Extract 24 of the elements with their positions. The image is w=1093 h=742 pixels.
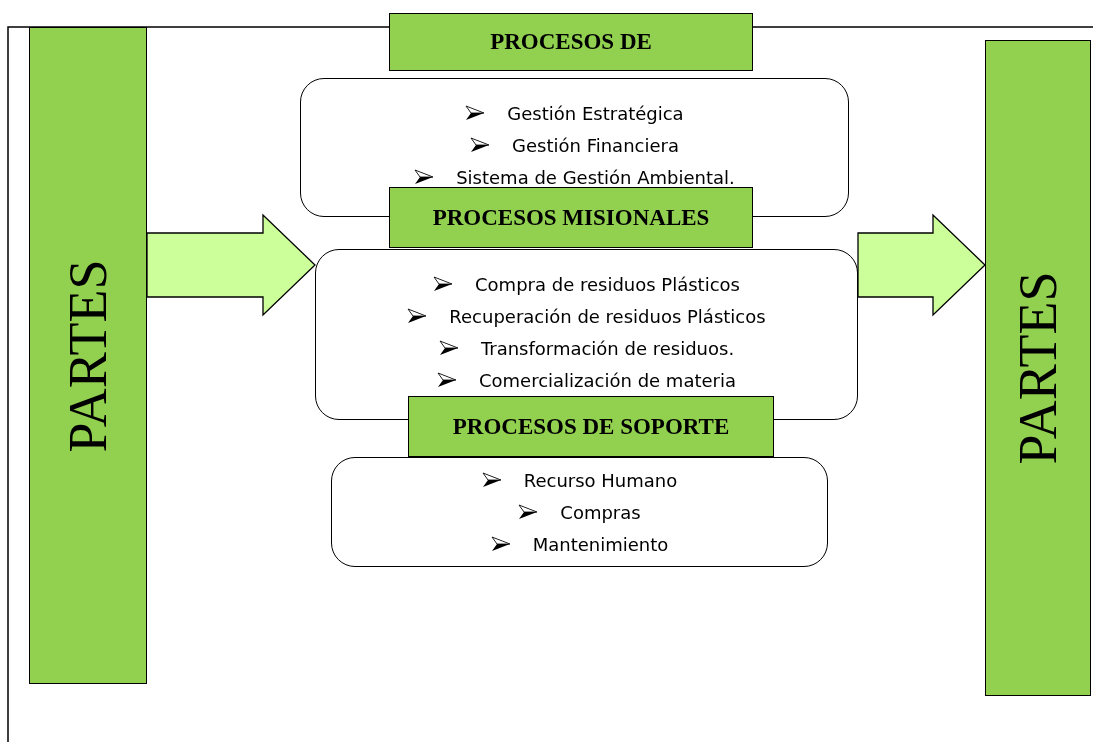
block-arrow (857, 213, 986, 317)
list-item: Sistema de Gestión Ambiental. (456, 166, 735, 188)
process-header (389, 13, 753, 71)
header-title: PROCESOS MISIONALES (432, 204, 710, 231)
list-item: Mantenimiento (532, 533, 669, 555)
list-item: Compras (560, 501, 641, 523)
list-item: Transformación de residuos. (480, 337, 735, 359)
header-title: PROCESOS DE SOPORTE (452, 413, 730, 440)
bar-label: PARTES (57, 259, 119, 452)
list-item: Gestión Estratégica (507, 102, 684, 124)
list-item: Recuperación de residuos Plásticos (449, 305, 766, 327)
stakeholder-bar (985, 40, 1091, 696)
list-item: Comercialización de materia (479, 369, 736, 391)
stakeholder-bar (29, 27, 147, 684)
list-item: Gestión Financiera (512, 134, 679, 156)
header-title: PROCESOS DE (490, 29, 652, 55)
bar-label: PARTES (1007, 271, 1069, 465)
process-header (408, 396, 774, 457)
process-list-box (331, 457, 828, 567)
list-item: Compra de residuos Plásticos (475, 273, 740, 295)
process-list-box (315, 249, 858, 420)
process-header (389, 187, 753, 248)
block-arrow (146, 213, 316, 317)
list-item: Recurso Humano (523, 469, 678, 491)
